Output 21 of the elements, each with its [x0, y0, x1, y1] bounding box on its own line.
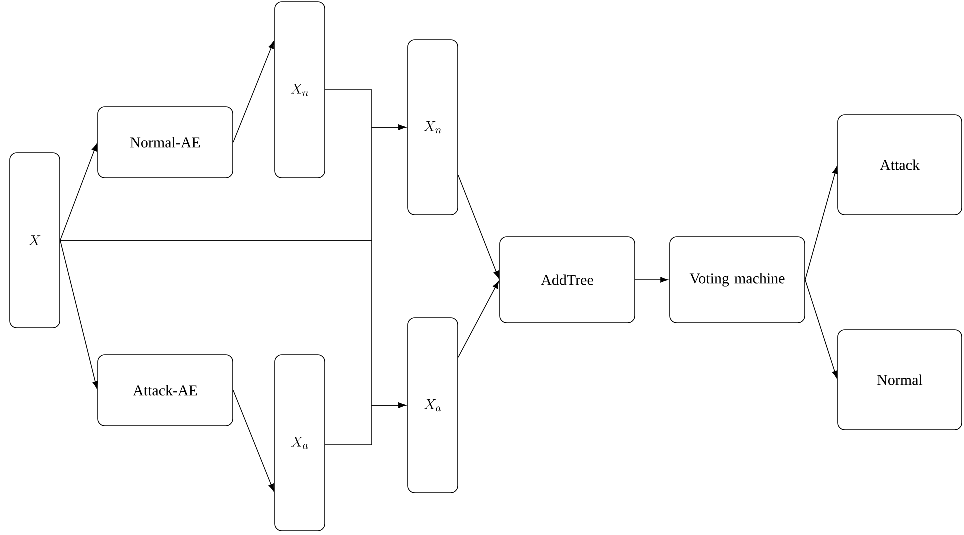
arrow — [325, 402, 406, 446]
feature-box: $X_a$ — [408, 318, 458, 494]
result-box: Normal — [838, 330, 962, 430]
autoencoder-box: Normal-AE — [98, 106, 234, 178]
arrow — [60, 144, 98, 241]
output-box: $X_a$ — [274, 354, 326, 532]
process-box: Voting machine — [670, 236, 806, 324]
arrow — [458, 175, 500, 279]
feature-box: $X_n$ — [408, 40, 458, 216]
arrow — [233, 41, 274, 143]
process-box: AddTree — [500, 236, 636, 324]
output-box: $X_n$ — [274, 2, 326, 178]
arrow — [805, 166, 838, 280]
input-box: $X$ — [10, 152, 60, 328]
arrow — [805, 280, 838, 379]
autoencoder-box: Attack-AE — [98, 354, 234, 426]
arrow — [60, 240, 98, 390]
arrow — [458, 281, 500, 358]
arrow — [233, 390, 274, 492]
arrow — [635, 277, 668, 283]
result-box: Attack — [838, 114, 962, 216]
